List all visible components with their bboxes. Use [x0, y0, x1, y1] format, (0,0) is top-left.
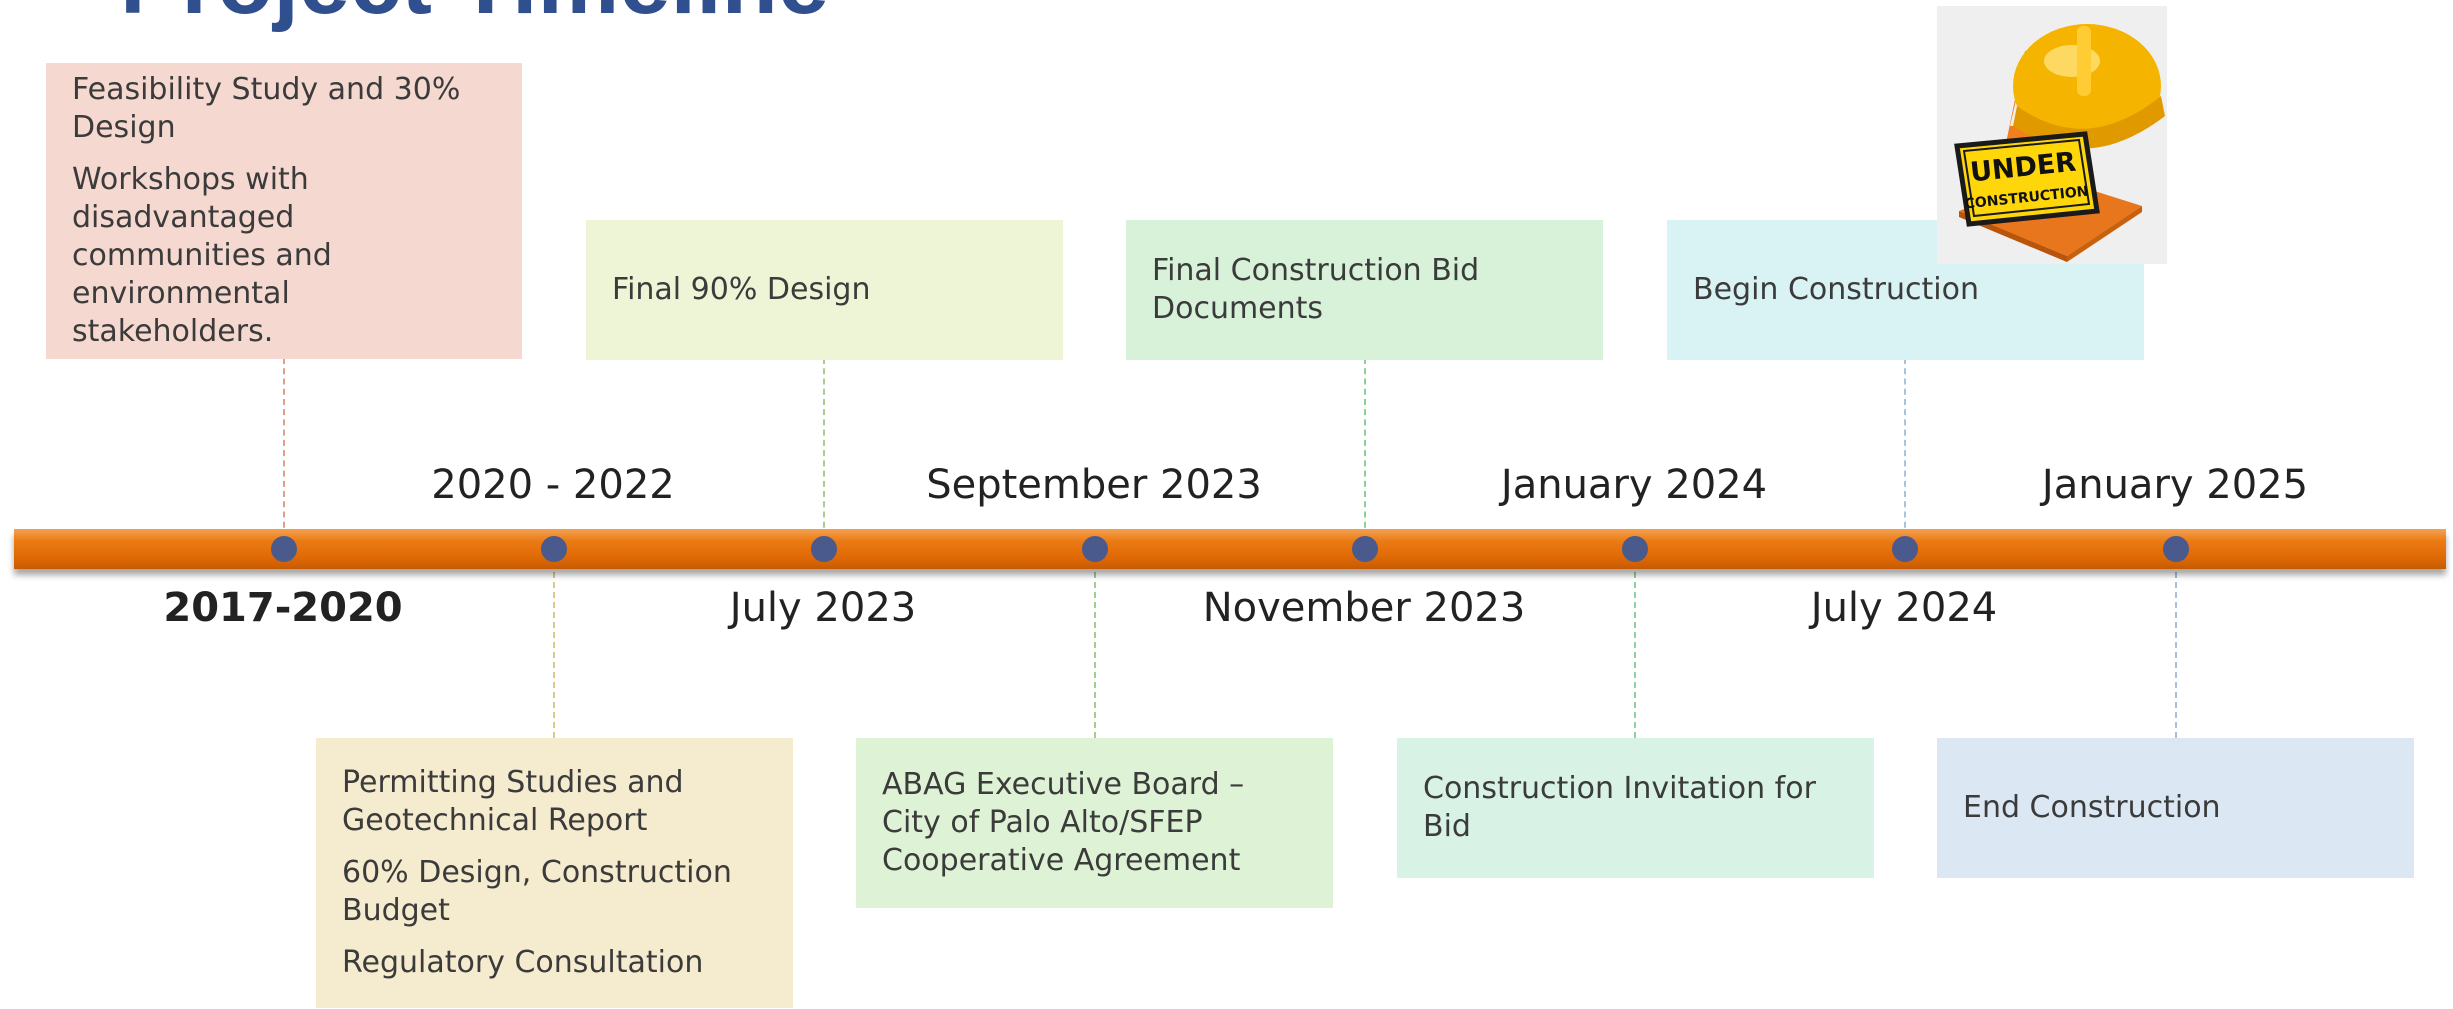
milestone-text: End Construction	[1963, 790, 2221, 825]
timeline-bar	[14, 529, 2446, 569]
connector-line	[823, 358, 825, 538]
connector-line	[1364, 358, 1366, 538]
milestone-box: ABAG Executive Board – City of Palo Alto…	[856, 738, 1333, 908]
milestone-text: Final Construction Bid Documents	[1152, 253, 1480, 326]
milestone-box: Final Construction Bid Documents	[1126, 220, 1603, 360]
date-label: 2017-2020	[163, 585, 403, 631]
timeline-dot	[1352, 536, 1378, 562]
timeline-dot	[1622, 536, 1648, 562]
milestone-box: End Construction	[1937, 738, 2414, 878]
timeline-dot	[2163, 536, 2189, 562]
page-title: Project Timeline	[120, 0, 829, 28]
date-label: July 2024	[1810, 585, 1998, 631]
date-label: November 2023	[1202, 585, 1526, 631]
milestone-box: Permitting Studies and Geotechnical Repo…	[316, 738, 793, 1008]
connector-line	[1904, 358, 1906, 538]
milestone-text: Final 90% Design	[612, 272, 871, 307]
date-label: January 2025	[2041, 462, 2309, 508]
under-construction-icon: UNDER CONSTRUCTION	[1937, 6, 2167, 264]
milestone-text: ABAG Executive Board – City of Palo Alto…	[882, 767, 1245, 878]
timeline-dot	[811, 536, 837, 562]
connector-line	[283, 358, 285, 538]
timeline-dot	[1082, 536, 1108, 562]
milestone-box: Construction Invitation for Bid	[1397, 738, 1874, 878]
milestone-text: 60% Design, Construction Budget	[342, 855, 732, 928]
date-label: July 2023	[729, 585, 917, 631]
date-label: 2020 - 2022	[431, 462, 675, 508]
milestone-text: Construction Invitation for Bid	[1423, 771, 1816, 844]
timeline-dot	[271, 536, 297, 562]
connector-line	[2175, 562, 2177, 738]
connector-line	[553, 562, 555, 738]
date-label: January 2024	[1500, 462, 1768, 508]
timeline-dot	[541, 536, 567, 562]
milestone-text: Regulatory Consultation	[342, 945, 704, 980]
milestone-text: Workshops with disadvantaged communities…	[72, 162, 332, 349]
connector-line	[1634, 562, 1636, 738]
milestone-text: Begin Construction	[1693, 272, 1979, 307]
milestone-text: Feasibility Study and 30% Design	[72, 72, 461, 145]
milestone-text: Permitting Studies and Geotechnical Repo…	[342, 765, 684, 838]
connector-line	[1094, 562, 1096, 738]
date-label: September 2023	[926, 462, 1262, 508]
milestone-box: Final 90% Design	[586, 220, 1063, 360]
timeline-dot	[1892, 536, 1918, 562]
under-construction-icon: UNDER CONSTRUCTION	[1954, 24, 2165, 262]
